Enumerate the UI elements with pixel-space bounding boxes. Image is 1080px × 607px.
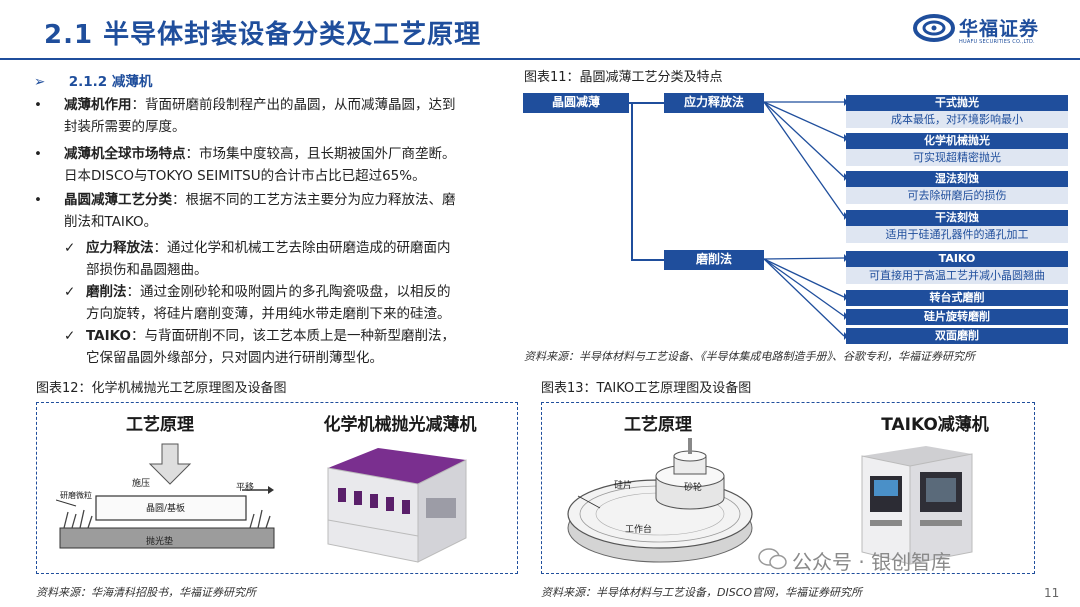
paragraph-text: 封装所需要的厚度。	[64, 119, 186, 135]
logo-name-cn: 华福证券	[959, 18, 1040, 40]
paragraph-text: 削法和TAIKO。	[64, 214, 158, 230]
bullet-paragraph-process: • 晶圆减薄工艺分类：根据不同的工艺方法主要分为应力释放法、磨削法和TAIKO。	[34, 189, 514, 233]
check-icon: ✓	[64, 284, 76, 300]
sub-item-text: ：与背面研削不同，该工艺本质上是一种新型磨削法，	[130, 328, 455, 344]
taiko-wheel-label: 砂轮	[684, 483, 703, 493]
tree-connector	[631, 259, 664, 261]
taiko-machine-image	[861, 446, 973, 565]
sub-item-grinding: ✓ 磨削法：通过金刚砂轮和吸附圆片的多孔陶瓷吸盘，以相反的方向旋转，将硅片磨削变…	[64, 281, 504, 325]
logo-name-en: HUAFU SECURITIES CO.,LTD.	[959, 39, 1035, 45]
cmp-machine-image	[327, 448, 467, 563]
paragraph-text: ：市场集中度较高，且长期被国外厂商垄断。	[185, 146, 456, 162]
sub-item-label: TAIKO	[86, 328, 131, 344]
fig13-title: 图表13：TAIKO工艺原理图及设备图	[541, 381, 752, 396]
paragraph-text: ：根据不同的工艺方法主要分为应力释放法、磨	[172, 192, 456, 208]
leaf-dry-polish-desc: 成本最低，对环境影响最小	[846, 111, 1068, 128]
sub-item-text: ：通过化学和机械工艺去除由研磨造成的研磨面内	[153, 240, 451, 256]
fig12-title: 图表12：化学机械抛光工艺原理图及设备图	[36, 381, 287, 396]
fig13-panel-process: 工艺原理	[624, 415, 692, 435]
taiko-table-label: 工作台	[625, 525, 653, 535]
sub-item-label: 磨削法	[86, 284, 127, 300]
bullet-icon: •	[34, 97, 42, 113]
leaf-taiko: TAIKO	[846, 251, 1068, 267]
leaf-double-sided: 双面磨削	[846, 328, 1068, 344]
sub-item-text: 方向旋转，将硅片磨削变薄，并用纯水带走磨削下来的硅渣。	[86, 306, 451, 322]
paragraph-label: 减薄机全球市场特点	[64, 146, 186, 162]
leaf-cmp: 化学机械抛光	[846, 133, 1068, 149]
cmp-wafer-label: 晶圆/基板	[146, 504, 186, 514]
fig13-frame	[541, 402, 1035, 574]
cmp-press-label: 施压	[132, 479, 151, 489]
bullet-icon: •	[34, 192, 42, 208]
leaf-rotary-table: 转台式磨削	[846, 290, 1068, 306]
taiko-silicon-label: 硅片	[614, 481, 633, 491]
fig13-source: 资料来源：半导体材料与工艺设备，DISCO官网，华福证券研究所	[541, 586, 863, 599]
cmp-schematic	[56, 443, 275, 549]
tree-branch-grinding: 磨削法	[664, 250, 764, 270]
watermark-text: 公众号 · 银创智库	[792, 550, 952, 574]
page-number: 11	[1044, 586, 1060, 600]
fig11-source: 资料来源：半导体材料与工艺设备、《半导体集成电路制造手册》、谷歌专利，华福证券研…	[524, 350, 975, 363]
check-icon: ✓	[64, 328, 76, 344]
fig11-title: 图表11：晶圆减薄工艺分类及特点	[524, 70, 723, 85]
cmp-move-label: 平移	[236, 483, 255, 493]
tree-root: 晶圆减薄	[523, 93, 629, 113]
company-logo: 华福证券 HUAFU SECURITIES CO.,LTD.	[913, 12, 1053, 48]
leaf-wafer-rotation: 硅片旋转磨削	[846, 309, 1068, 325]
page-title: 2.1 半导体封装设备分类及工艺原理	[44, 20, 482, 50]
logo-icon	[913, 14, 955, 42]
tree-connector	[631, 102, 633, 260]
paragraph-text: ：背面研磨前段制程产出的晶圆，从而减薄晶圆，达到	[131, 97, 456, 113]
fig13-panel-machine: TAIKO减薄机	[881, 415, 989, 435]
sub-item-label: 应力释放法	[86, 240, 154, 256]
taiko-schematic	[567, 438, 753, 563]
fig12-frame	[36, 402, 518, 574]
wechat-icon	[758, 548, 787, 570]
leaf-dry-etch: 干法刻蚀	[846, 210, 1068, 226]
leaf-cmp-desc: 可实现超精密抛光	[846, 149, 1068, 166]
bullet-paragraph-role: • 减薄机作用：背面研磨前段制程产出的晶圆，从而减薄晶圆，达到封装所需要的厚度。	[34, 94, 514, 138]
arrow-icon: ➢	[34, 74, 46, 90]
tree-branch-lines	[764, 98, 848, 340]
leaf-taiko-desc: 可直接用于高温工艺并减小晶圆翘曲	[846, 267, 1068, 284]
bullet-icon: •	[34, 146, 42, 162]
fig12-panel-process: 工艺原理	[126, 415, 194, 435]
paragraph-label: 晶圆减薄工艺分类	[64, 192, 172, 208]
leaf-wet-etch-desc: 可去除研磨后的损伤	[846, 187, 1068, 204]
section-heading: ➢ 2.1.2 减薄机	[34, 70, 152, 90]
leaf-dry-etch-desc: 适用于硅通孔器件的通孔加工	[846, 226, 1068, 243]
check-icon: ✓	[64, 240, 76, 256]
sub-item-text: 部损伤和晶圆翘曲。	[86, 262, 208, 278]
title-divider	[0, 58, 1080, 60]
cmp-abrasive-label: 研磨微粒	[60, 491, 92, 500]
sub-item-taiko: ✓ TAIKO：与背面研削不同，该工艺本质上是一种新型磨削法， 它保留晶圆外缘部分…	[64, 325, 504, 369]
tree-branch-stress-relief: 应力释放法	[664, 93, 764, 113]
leaf-wet-etch: 湿法刻蚀	[846, 171, 1068, 187]
bullet-paragraph-market: • 减薄机全球市场特点：市场集中度较高，且长期被国外厂商垄断。日本DISCO与T…	[34, 143, 514, 187]
fig12-panel-machine: 化学机械抛光减薄机	[323, 415, 477, 435]
paragraph-text: 日本DISCO与TOKYO SEIMITSU的合计市占比已超过65%。	[64, 168, 426, 184]
leaf-dry-polish: 干式抛光	[846, 95, 1068, 111]
paragraph-label: 减薄机作用	[64, 97, 132, 113]
sub-item-stress-relief: ✓ 应力释放法：通过化学和机械工艺去除由研磨造成的研磨面内部损伤和晶圆翘曲。	[64, 237, 504, 281]
section-heading-text: 2.1.2 减薄机	[68, 74, 153, 90]
fig12-source: 资料来源：华海清科招股书，华福证券研究所	[36, 586, 256, 599]
sub-item-text: 它保留晶圆外缘部分，只对圆内进行研削薄型化。	[86, 350, 383, 366]
sub-item-text: ：通过金刚砂轮和吸附圆片的多孔陶瓷吸盘，以相反的	[126, 284, 451, 300]
tree-connector	[629, 102, 664, 104]
cmp-pad-label: 抛光垫	[146, 537, 174, 547]
